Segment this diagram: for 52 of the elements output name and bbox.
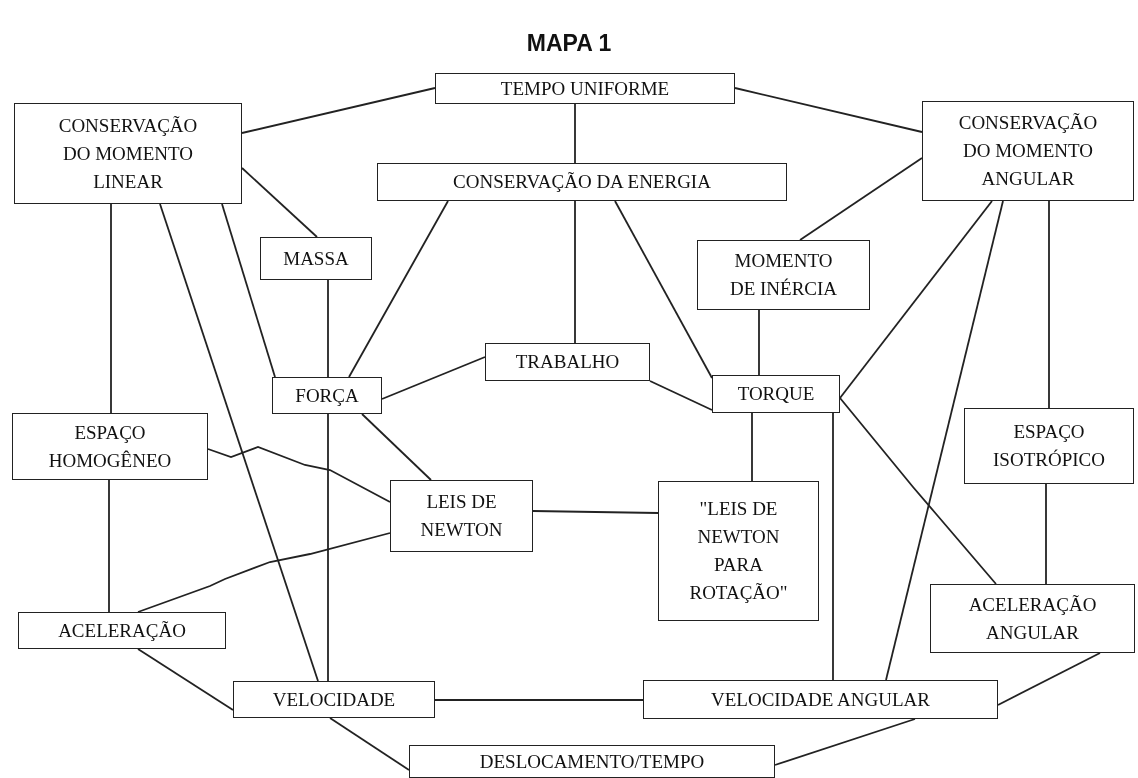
connector-line xyxy=(221,203,276,378)
concept-box: "LEIS DE NEWTON PARA ROTAÇÃO" xyxy=(658,481,819,621)
connector-line xyxy=(839,200,993,399)
connector-line xyxy=(1048,200,1050,409)
concept-box: CONSERVAÇÃO DO MOMENTO LINEAR xyxy=(14,103,242,204)
concept-box: TORQUE xyxy=(712,375,840,413)
concept-box: LEIS DE NEWTON xyxy=(390,480,533,552)
connector-line xyxy=(361,413,432,481)
connector-line xyxy=(751,412,753,482)
connector-line xyxy=(1045,483,1047,585)
connector-line xyxy=(241,167,318,238)
connector-line xyxy=(774,718,916,766)
connector-line xyxy=(832,412,834,681)
concept-box: ACELERAÇÃO xyxy=(18,612,226,649)
connector-line xyxy=(799,157,923,241)
connector-line xyxy=(839,397,997,585)
concept-box: VELOCIDADE xyxy=(233,681,435,718)
connector-line xyxy=(381,356,486,400)
connector-line xyxy=(574,200,576,344)
connector-line xyxy=(348,200,449,378)
concept-box: CONSERVAÇÃO DA ENERGIA xyxy=(377,163,787,201)
concept-box: VELOCIDADE ANGULAR xyxy=(643,680,998,719)
concept-box: FORÇA xyxy=(272,377,382,414)
concept-box: DESLOCAMENTO/TEMPO xyxy=(409,745,775,778)
concept-box: TEMPO UNIFORME xyxy=(435,73,735,104)
connector-line xyxy=(997,652,1101,706)
connector-line xyxy=(614,200,713,379)
connector-line xyxy=(137,532,391,613)
connector-line xyxy=(532,510,659,514)
connector-line xyxy=(137,648,234,711)
concept-box: ACELERAÇÃO ANGULAR xyxy=(930,584,1135,653)
connector-line xyxy=(108,479,110,613)
connector-line xyxy=(327,413,329,682)
connector-line xyxy=(434,699,644,701)
connector-line xyxy=(241,87,436,134)
concept-box: TRABALHO xyxy=(485,343,650,381)
concept-box: MASSA xyxy=(260,237,372,280)
connector-line xyxy=(758,309,760,376)
connector-line xyxy=(329,717,410,771)
concept-box: CONSERVAÇÃO DO MOMENTO ANGULAR xyxy=(922,101,1134,201)
connector-line xyxy=(159,203,319,682)
connector-line xyxy=(885,200,1004,681)
connector-line xyxy=(734,87,923,133)
connector-line xyxy=(649,380,713,411)
connector-line xyxy=(110,203,112,414)
connector-line xyxy=(207,446,391,503)
concept-box: MOMENTO DE INÉRCIA xyxy=(697,240,870,310)
connector-line xyxy=(327,279,329,378)
connector-line xyxy=(574,103,576,164)
concept-box: ESPAÇO ISOTRÓPICO xyxy=(964,408,1134,484)
concept-box: ESPAÇO HOMOGÊNEO xyxy=(12,413,208,480)
diagram-title: MAPA 1 xyxy=(525,30,613,57)
